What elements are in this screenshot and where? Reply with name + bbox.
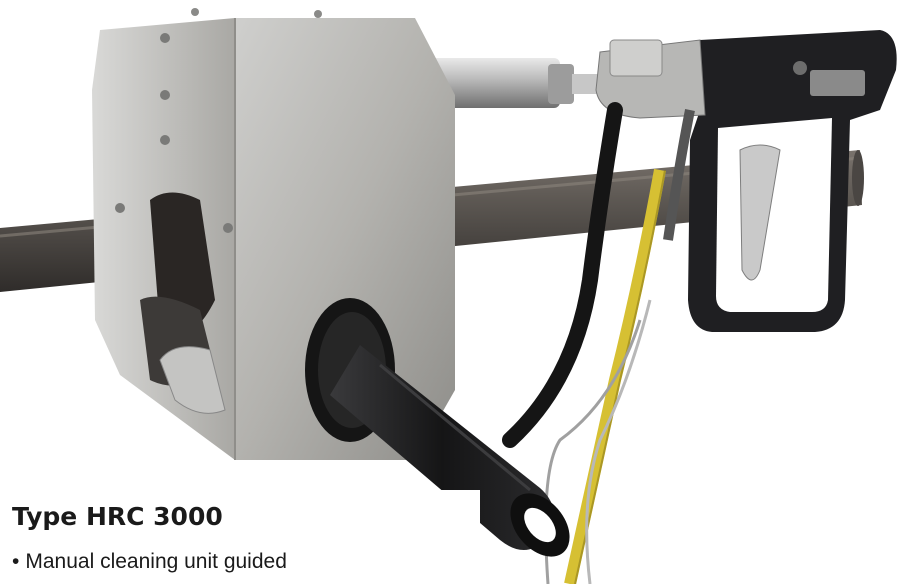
caption-background <box>0 490 480 584</box>
black-hose <box>502 102 623 448</box>
yellow-hose <box>544 109 695 584</box>
side-handle <box>305 298 570 557</box>
product-title: Type HRC 3000 <box>12 502 223 531</box>
stainless-housing <box>92 8 455 460</box>
feature-bullet: •Manual cleaning unit guided <box>12 550 287 574</box>
bullet-dot-icon: • <box>12 550 20 573</box>
spray-gun <box>595 30 897 332</box>
feature-bullet-text: Manual cleaning unit guided <box>25 550 287 573</box>
